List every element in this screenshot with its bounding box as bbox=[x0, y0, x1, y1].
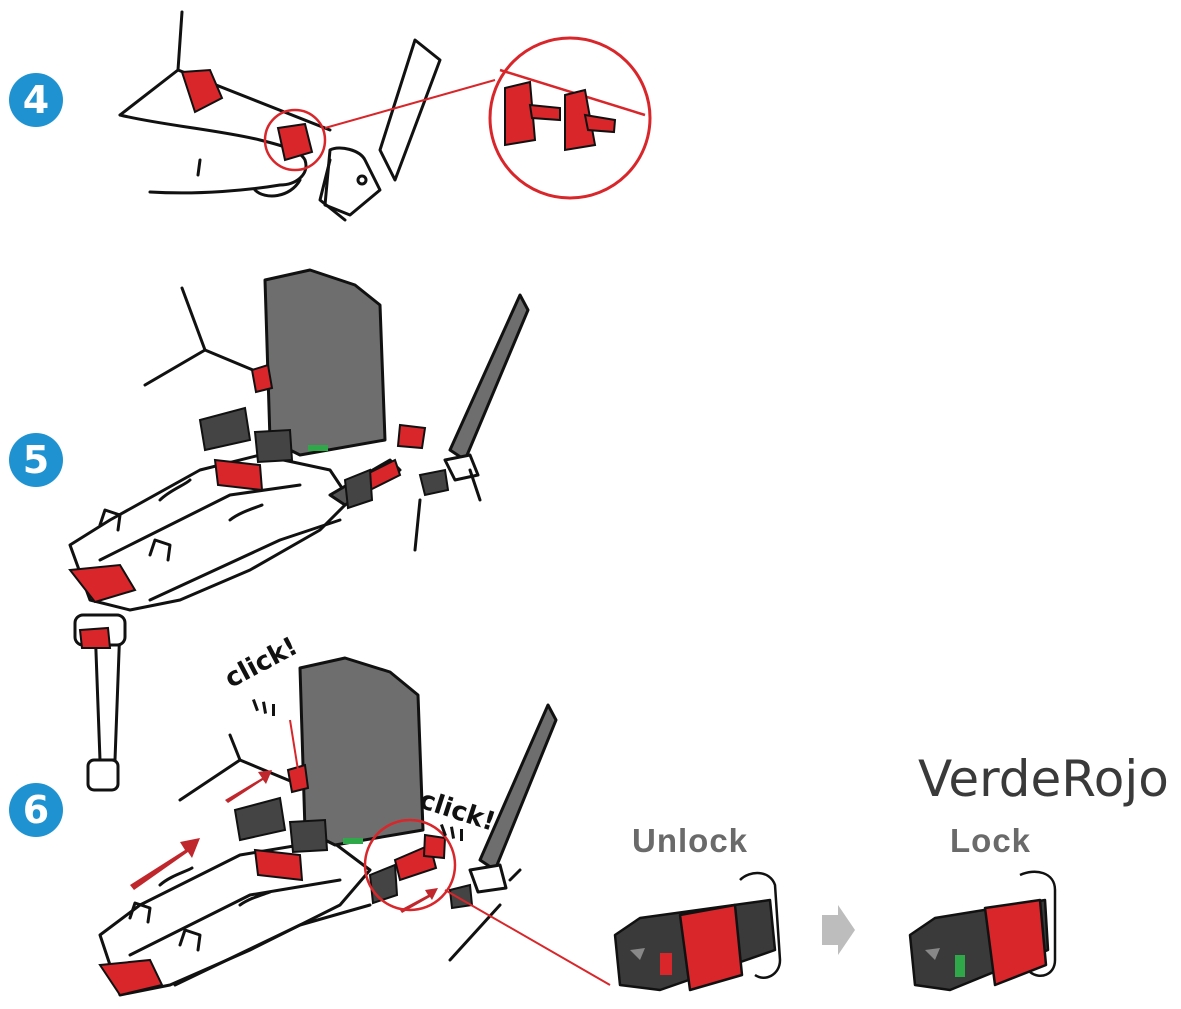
step-6-magnify-circle bbox=[363, 818, 457, 912]
label-unlock: Unlock bbox=[632, 822, 749, 859]
magnify-leader-line bbox=[324, 79, 496, 129]
step-5-green-indicator bbox=[308, 445, 328, 451]
step-6-leader-line-1 bbox=[444, 889, 611, 986]
isofix-connector-hand bbox=[276, 122, 314, 162]
magnify-circle-small bbox=[263, 108, 327, 172]
connector-closeup bbox=[504, 80, 617, 152]
step-5-illustration bbox=[68, 268, 530, 792]
step-badge-4: 4 bbox=[10, 74, 62, 126]
unlock-to-lock-arrow bbox=[822, 905, 855, 955]
isofix-connector-top bbox=[180, 68, 224, 114]
step-6-leader-line-2 bbox=[289, 719, 299, 771]
connector-unlock bbox=[613, 871, 782, 992]
step-5-red-parts bbox=[68, 363, 427, 649]
step-badge-6: 6 bbox=[10, 784, 62, 836]
click-sound-marks-left bbox=[252, 698, 275, 716]
step-6-green-indicator bbox=[343, 838, 363, 844]
step-badge-5: 5 bbox=[10, 434, 62, 486]
step-4-illustration bbox=[118, 10, 442, 222]
title-verderojo: VerdeRojo bbox=[918, 750, 1169, 808]
step-5-dark-parts bbox=[198, 406, 450, 510]
click-sound-marks-right bbox=[440, 823, 463, 841]
connector-lock bbox=[908, 870, 1057, 992]
label-lock: Lock bbox=[950, 822, 1032, 859]
step-6-red-parts bbox=[98, 763, 447, 997]
push-arrows bbox=[130, 770, 438, 913]
